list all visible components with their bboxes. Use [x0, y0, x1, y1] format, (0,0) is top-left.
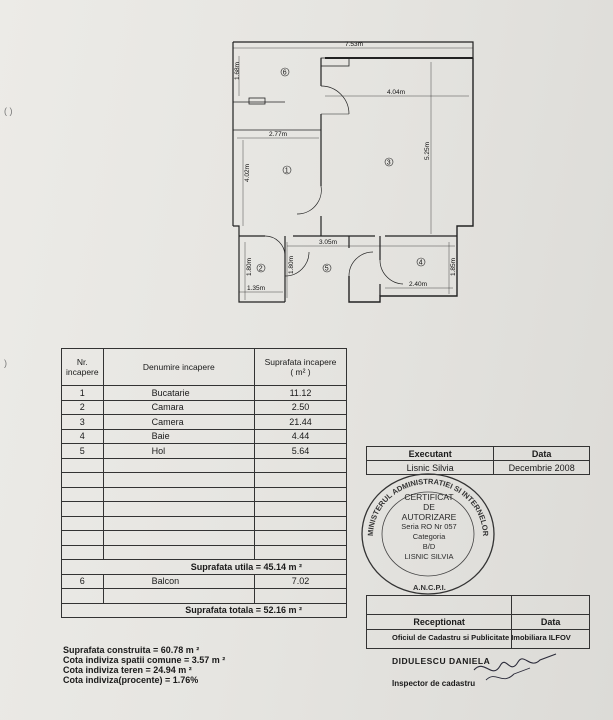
dim-room3-width: 4.04m	[387, 89, 405, 96]
stamp-line: LISNIC SILVIA	[404, 552, 454, 561]
row-name: Camera	[102, 414, 255, 430]
built-area: Suprafata construita = 60.78 m ²	[63, 645, 200, 655]
empty-row	[61, 515, 348, 531]
floor-plan-drawing: 7.53m 1.68m 4.04m 2.77m 4.02m 5.25m 3.05…	[232, 41, 474, 303]
row-nr: 5	[61, 443, 104, 459]
header-area: Suprafata incapere ( m² )	[253, 348, 348, 386]
table-row: 5 Hol 5.64	[61, 443, 348, 459]
empty-row	[61, 486, 348, 502]
area-summary: Suprafata construita = 60.78 m ² Cota in…	[63, 645, 225, 685]
header-area-unit: ( m² )	[290, 367, 311, 377]
row-area: 11.12	[253, 385, 348, 401]
executant-date: Decembrie 2008	[493, 460, 590, 475]
receptionat-table: Receptionat Data	[365, 595, 590, 649]
row-name: Camara	[102, 399, 255, 415]
table-row: 2 Camara 2.50	[61, 399, 348, 415]
row-name: Hol	[102, 443, 255, 459]
dim-room1-width: 2.77m	[269, 131, 287, 138]
row-area: 7.02	[253, 573, 348, 589]
dim-room3-height: 5.25m	[424, 142, 431, 160]
useful-area-row: Suprafata utila = 45.14 m ²	[61, 559, 347, 575]
inspector-name: DIDULESCU DANIELA	[392, 656, 491, 666]
stamp-line: B/D	[422, 542, 436, 551]
stamp-line: AUTORIZARE	[401, 512, 457, 522]
authorization-stamp: MINISTERUL ADMINISTRATIEI SI INTERNELOR …	[353, 466, 503, 596]
stamp-ring: MINISTERUL ADMINISTRATIEI SI INTERNELOR …	[361, 473, 495, 595]
dim-hall-width: 3.05m	[319, 239, 337, 246]
row-nr: 4	[61, 428, 104, 444]
stamp-line: Seria RO Nr 057	[401, 522, 457, 531]
table-row: 1 Bucatarie 11.12	[61, 385, 348, 401]
total-area: Suprafata totala = 52.16 m ²	[61, 602, 347, 618]
row-nr: 2	[61, 399, 104, 415]
dim-bath-height: 1.85m	[450, 258, 457, 276]
empty-row	[61, 544, 348, 560]
row-name: Balcon	[102, 573, 255, 589]
row-area: 21.44	[253, 414, 348, 430]
dim-room2-height: 1.80m	[246, 258, 253, 276]
stamp-bottom-text: A.N.C.P.I.	[413, 583, 446, 592]
floor-plan: 7.53m 1.68m 4.04m 2.77m 4.02m 5.25m 3.05…	[225, 36, 480, 308]
empty-row	[61, 588, 348, 604]
dim-balcony-height: 1.68m	[234, 62, 241, 80]
inspector-title: Inspector de cadastru	[392, 679, 476, 688]
room-number: 3	[387, 160, 391, 167]
row-area: 2.50	[253, 399, 348, 415]
cadastre-office: Oficiul de Cadastru si Publicitate Imobi…	[392, 633, 571, 642]
row-nr: 3	[61, 414, 104, 430]
header-name: Denumire incapere	[102, 348, 255, 386]
header-area-label: Suprafata incapere	[264, 357, 337, 367]
receptionat-date-header: Data	[511, 614, 590, 630]
rooms-table-header: Nr. incapere Denumire incapere Suprafata…	[61, 348, 348, 386]
land-share: Cota indiviza teren = 24.94 m ²	[63, 665, 192, 675]
table-row: 4 Baie 4.44	[61, 428, 348, 444]
stamp-line: Categoria	[412, 532, 446, 541]
dim-room1-height: 4.02m	[244, 164, 251, 182]
stamp-line: CERTIFICAT	[404, 492, 454, 502]
rooms-table: Nr. incapere Denumire incapere Suprafata…	[61, 348, 348, 618]
row-name: Baie	[102, 428, 255, 444]
executant-header: Executant	[365, 446, 495, 461]
room-number: 5	[325, 266, 329, 273]
margin-mark: )	[4, 358, 7, 368]
row-name: Bucatarie	[102, 385, 255, 401]
common-share: Cota indiviza spatii comune = 3.57 m ²	[63, 655, 226, 665]
room-number: 4	[419, 260, 423, 267]
executant-table: Executant Data Lisnic Silvia Decembrie 2…	[365, 446, 590, 475]
empty-row	[61, 501, 348, 517]
room-number: 2	[259, 266, 263, 273]
share-percent: Cota indiviza(procente) = 1.76%	[63, 675, 199, 685]
dim-total-width: 7.53m	[345, 41, 363, 48]
receptionat-header: Receptionat	[365, 614, 513, 630]
date-header: Data	[493, 446, 590, 461]
row-area: 5.64	[253, 443, 348, 459]
empty-row	[61, 530, 348, 546]
margin-mark: ( )	[4, 106, 13, 116]
dim-bath-width: 2.40m	[409, 281, 427, 288]
room-number: 6	[283, 70, 287, 77]
table-row-balcony: 6 Balcon 7.02	[61, 573, 348, 589]
signature	[473, 653, 557, 681]
empty-row	[61, 457, 348, 473]
row-nr: 6	[61, 573, 104, 589]
row-nr: 1	[61, 385, 104, 401]
dim-hall-height: 1.80m	[288, 256, 295, 274]
room-number: 1	[285, 168, 289, 175]
stamp-line: DE	[423, 502, 435, 512]
total-area-row: Suprafata totala = 52.16 m ²	[61, 602, 347, 618]
empty-row	[61, 472, 348, 488]
dim-room2-width: 1.35m	[247, 285, 265, 292]
table-row: 3 Camera 21.44	[61, 414, 348, 430]
stamp-text: CERTIFICAT DE AUTORIZARE Seria RO Nr 057…	[393, 492, 465, 562]
header-nr: Nr. incapere	[61, 348, 104, 386]
useful-area: Suprafata utila = 45.14 m ²	[61, 559, 347, 575]
row-area: 4.44	[253, 428, 348, 444]
